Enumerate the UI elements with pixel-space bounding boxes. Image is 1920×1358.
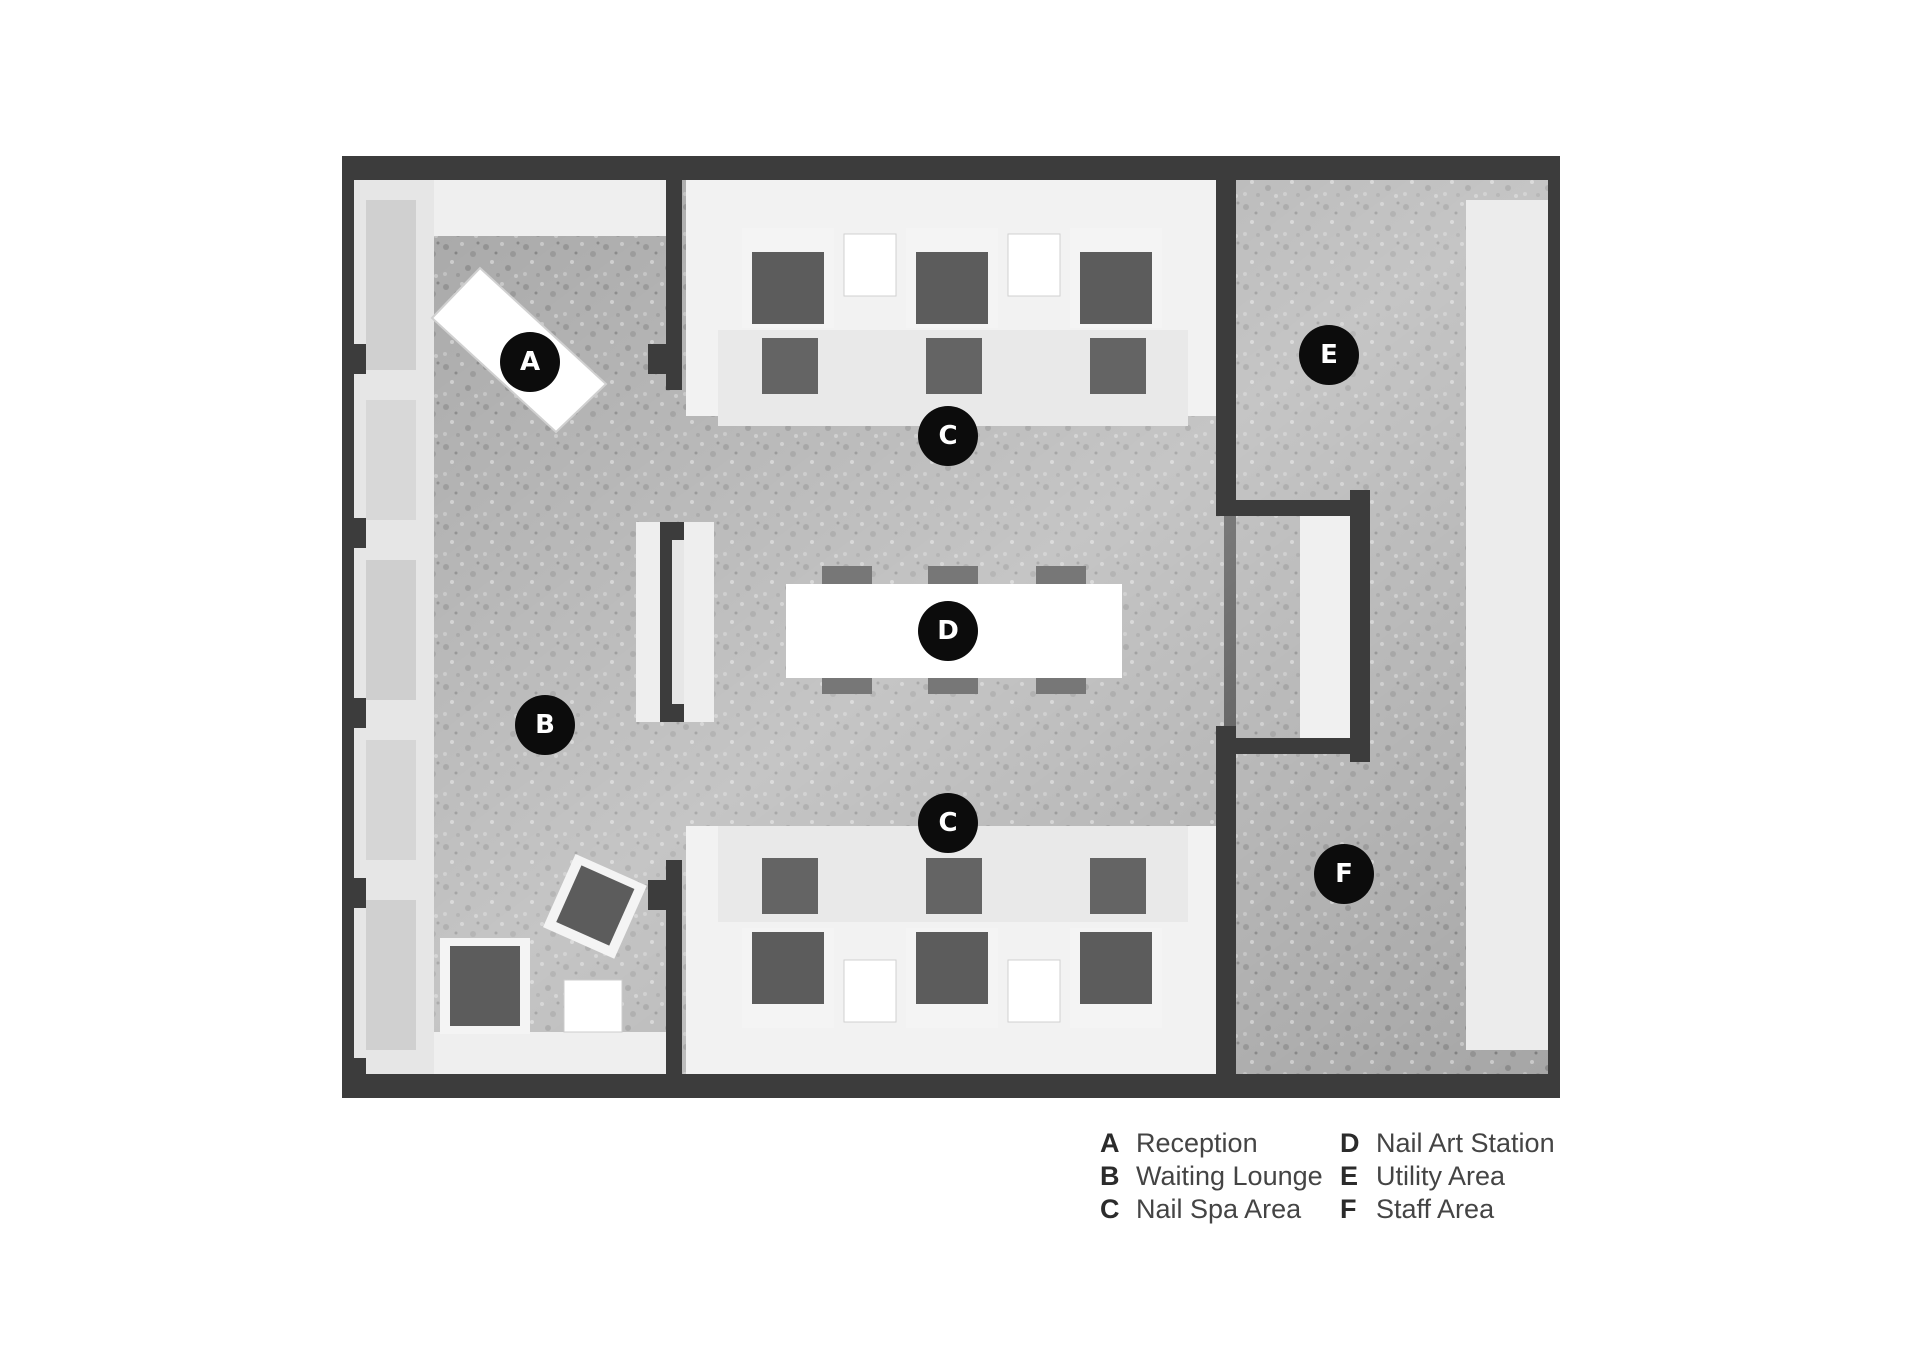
zone-marker-a: A <box>500 332 560 392</box>
zone-marker-c-bottom: C <box>918 793 978 853</box>
lounge-bench-seat <box>672 540 684 704</box>
partition-wall <box>1350 490 1370 762</box>
legend-key: A <box>1100 1128 1120 1158</box>
zone-marker-e: E <box>1299 325 1359 385</box>
cabinet <box>1300 516 1350 738</box>
legend-key: C <box>1100 1194 1120 1224</box>
window-post <box>342 878 366 908</box>
legend-item: E Utility Area <box>1340 1161 1505 1192</box>
legend-key: E <box>1340 1161 1359 1191</box>
window-pane <box>366 400 416 520</box>
wall-reveal <box>434 1032 678 1074</box>
legend-label: Nail Art Station <box>1376 1128 1555 1158</box>
zone-marker-b: B <box>515 695 575 755</box>
legend-label: Reception <box>1136 1128 1258 1158</box>
window-post <box>342 698 366 728</box>
side-table <box>563 979 623 1033</box>
utility-side-wall <box>1466 200 1548 1050</box>
legend-item: A Reception <box>1100 1128 1258 1159</box>
wall-reveal <box>434 180 678 236</box>
window-post <box>342 518 366 548</box>
window-pane <box>366 560 416 700</box>
zone-marker-c-top: C <box>918 406 978 466</box>
legend-key: F <box>1340 1194 1357 1224</box>
legend-label: Utility Area <box>1376 1161 1506 1191</box>
legend-label: Nail Spa Area <box>1136 1194 1302 1224</box>
partition-wall <box>1216 726 1236 1074</box>
legend-key: B <box>1100 1161 1120 1191</box>
partition-wall <box>1236 738 1366 754</box>
partition-wall <box>1236 500 1366 516</box>
spa-chairs-bottom <box>742 858 1162 1028</box>
window-post <box>342 344 366 374</box>
partition-wall <box>666 860 682 1074</box>
legend-item: B Waiting Lounge <box>1100 1161 1323 1192</box>
spa-chairs-top <box>742 228 1162 394</box>
partition-wall <box>648 880 682 910</box>
legend-label: Waiting Lounge <box>1136 1161 1323 1191</box>
legend-key: D <box>1340 1128 1360 1158</box>
window-pane <box>366 740 416 860</box>
window-pane <box>366 900 416 1050</box>
window-post <box>342 1058 366 1082</box>
partition-wall <box>666 180 682 390</box>
partition-wall <box>1216 180 1236 516</box>
partition-wall <box>648 344 682 374</box>
window-pane <box>366 200 416 370</box>
zone-marker-f: F <box>1314 844 1374 904</box>
lounge-armchair <box>543 854 647 959</box>
legend-item: F Staff Area <box>1340 1194 1494 1225</box>
legend-item: C Nail Spa Area <box>1100 1194 1301 1225</box>
lounge-armchair <box>440 938 530 1034</box>
legend-item: D Nail Art Station <box>1340 1128 1555 1159</box>
zone-marker-d: D <box>918 601 978 661</box>
legend-label: Staff Area <box>1376 1194 1495 1224</box>
